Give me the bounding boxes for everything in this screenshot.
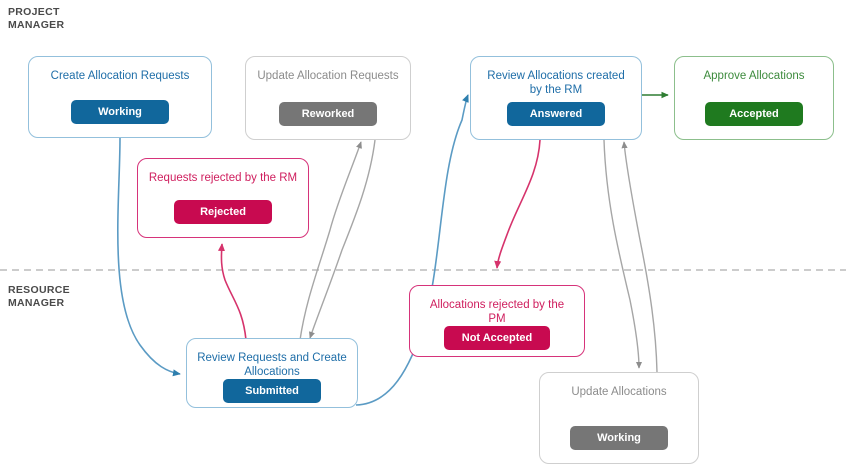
node-title: Approve Allocations [703,70,805,82]
node-title: Update Allocations [571,386,667,398]
edge-review-allocations-to-allocations-rejected [494,139,541,269]
status-badge[interactable]: Working [570,426,668,450]
node-title: Review Allocations created by the RM [487,70,625,96]
status-badge[interactable]: Accepted [705,102,803,126]
edge-update-allocations-to-review-allocations [621,141,658,373]
node-create-allocation-requests[interactable]: Create Allocation Requests Working [28,56,212,138]
edge-update-requests-to-review-requests [309,139,376,339]
status-badge[interactable]: Reworked [279,102,377,126]
node-title: Update Allocation Requests [257,70,399,82]
node-approve-allocations[interactable]: Approve Allocations Accepted [674,56,834,140]
node-requests-rejected-by-rm[interactable]: Requests rejected by the RM Rejected [137,158,309,238]
node-review-requests-and-create-allocations[interactable]: Review Requests and Create Allocations S… [186,338,358,408]
edge-review-allocations-to-update-allocations [603,139,643,369]
node-title: Create Allocation Requests [50,70,190,82]
status-badge[interactable]: Rejected [174,200,272,224]
node-title: Review Requests and Create Allocations [197,352,347,378]
status-badge[interactable]: Answered [507,102,605,126]
node-allocations-rejected-by-pm[interactable]: Allocations rejected by the PM Not Accep… [409,285,585,357]
node-review-allocations-created-by-rm[interactable]: Review Allocations created by the RM Ans… [470,56,642,140]
status-badge[interactable]: Not Accepted [443,326,551,350]
node-title: Requests rejected by the RM [148,172,298,184]
node-update-allocations[interactable]: Update Allocations Working [539,372,699,464]
edge-review-requests-to-update-requests [299,141,362,341]
status-badge[interactable]: Submitted [223,379,321,403]
edge-review-requests-to-requests-rejected [217,243,247,341]
status-badge[interactable]: Working [71,100,169,124]
node-title: Allocations rejected by the PM [429,299,565,325]
lane-label-project-manager: PROJECT MANAGER [8,6,65,31]
lane-label-resource-manager: RESOURCE MANAGER [8,284,70,309]
node-update-allocation-requests[interactable]: Update Allocation Requests Reworked [245,56,411,140]
edge-review-requests-to-review-allocations [355,94,469,406]
